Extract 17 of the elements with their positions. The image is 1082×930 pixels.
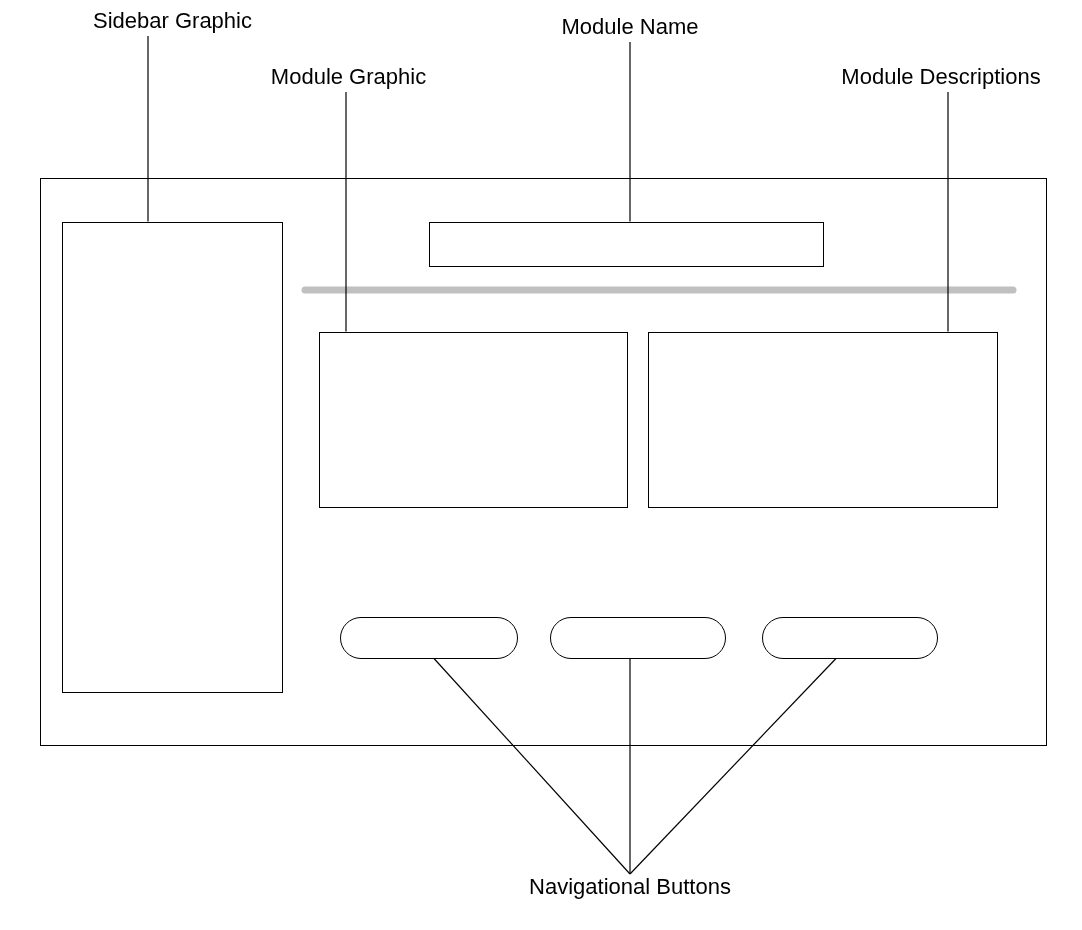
callout-label: Module Graphic (270, 64, 427, 89)
page-frame (40, 178, 1047, 746)
leader-line (433, 657, 631, 875)
leader-line (147, 35, 149, 223)
leader-line (629, 41, 631, 223)
leader-line (629, 657, 631, 875)
callout-label: Module Name (561, 14, 699, 39)
title-bar (428, 221, 824, 267)
callout-label: Navigational Buttons (529, 874, 731, 899)
layout-panel (647, 331, 998, 508)
leader-line (947, 91, 949, 333)
callout-label: Module Descriptions (841, 64, 1041, 89)
leader-line (345, 91, 347, 333)
layout-panel (318, 331, 628, 508)
layout-panel (61, 221, 283, 693)
callout-label: Sidebar Graphic (93, 8, 252, 33)
leader-line (629, 657, 837, 875)
